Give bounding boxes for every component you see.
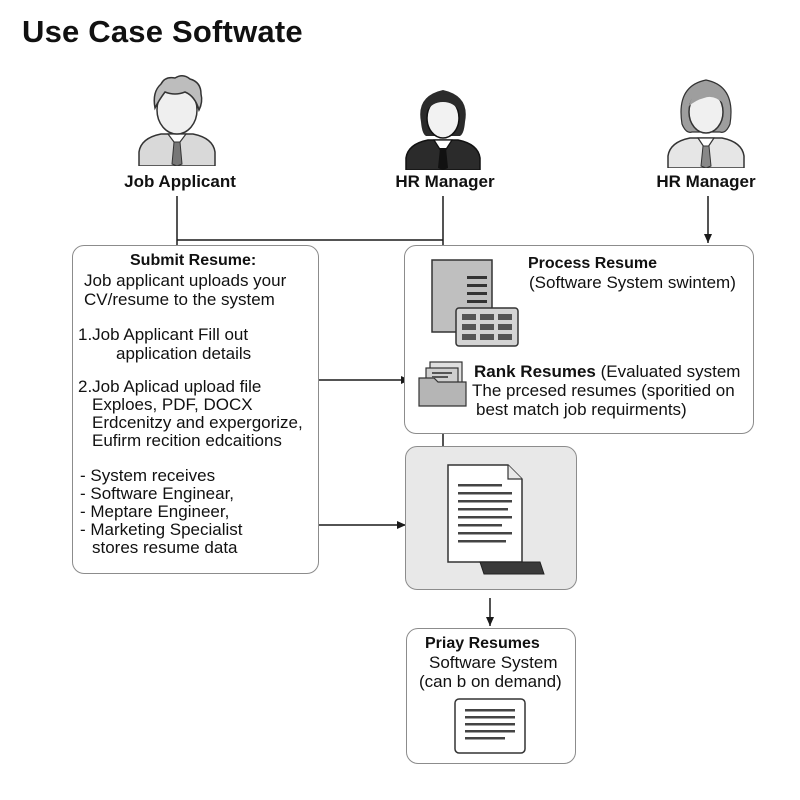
rank-resumes-line: Rank Resumes (Evaluated system xyxy=(474,362,740,381)
step2-line-4: Eufirm recition edcaitions xyxy=(92,431,282,450)
primary-line-2: (can b on demand) xyxy=(419,672,562,691)
actor-label-hr-manager-2: HR Manager xyxy=(656,172,756,191)
bullet-line-5: stores resume data xyxy=(92,538,238,557)
process-resume-heading: Process Resume xyxy=(528,255,657,272)
primary-resumes-heading: Priay Resumes xyxy=(425,635,540,652)
rank-line-2: best match job requirments) xyxy=(476,400,687,419)
bullet-line-4: - Marketing Specialist xyxy=(80,520,243,539)
step2-line-2: Exploes, PDF, DOCX xyxy=(92,395,253,414)
process-resume-subtitle: (Software System swintem) xyxy=(529,273,736,292)
folder-stack-icon xyxy=(418,361,467,407)
submit-resume-heading: Submit Resume: xyxy=(130,252,257,269)
step1-line-1: 1.Job Applicant Fill out xyxy=(78,325,249,344)
primary-line-1: Software System xyxy=(429,653,558,672)
page-title: Use Case Softwate xyxy=(22,14,303,49)
submit-resume-box xyxy=(72,245,319,574)
actor-label-hr-manager: HR Manager xyxy=(395,172,495,191)
submit-intro-line-2: CV/resume to the system xyxy=(84,290,275,309)
document-stack-icon xyxy=(431,259,519,347)
rank-resumes-heading: Rank Resumes xyxy=(474,362,596,381)
submit-intro-line-1: Job applicant uploads your xyxy=(84,271,287,290)
rank-line-1: The prcesed resumes (sporitied on xyxy=(472,381,735,400)
step2-line-3: Erdcenitzy and expergorize, xyxy=(92,413,303,432)
bullet-line-1: - System receives xyxy=(80,466,216,485)
bullet-line-2: - Software Enginear, xyxy=(80,484,235,503)
male-user-curly-hair-icon xyxy=(138,75,216,166)
document-icon xyxy=(447,464,545,575)
female-user-grey-hair-icon xyxy=(667,79,745,168)
step2-line-1: 2.Job Aplicad upload file xyxy=(78,377,262,396)
step1-line-2: application details xyxy=(116,344,252,363)
bullet-line-3: - Meptare Engineer, xyxy=(80,502,230,521)
rank-resumes-suffix: (Evaluated system xyxy=(595,362,741,381)
female-user-dark-hair-icon xyxy=(405,90,481,170)
actor-label-job-applicant: Job Applicant xyxy=(124,172,236,191)
resume-sheet-icon xyxy=(454,698,526,754)
